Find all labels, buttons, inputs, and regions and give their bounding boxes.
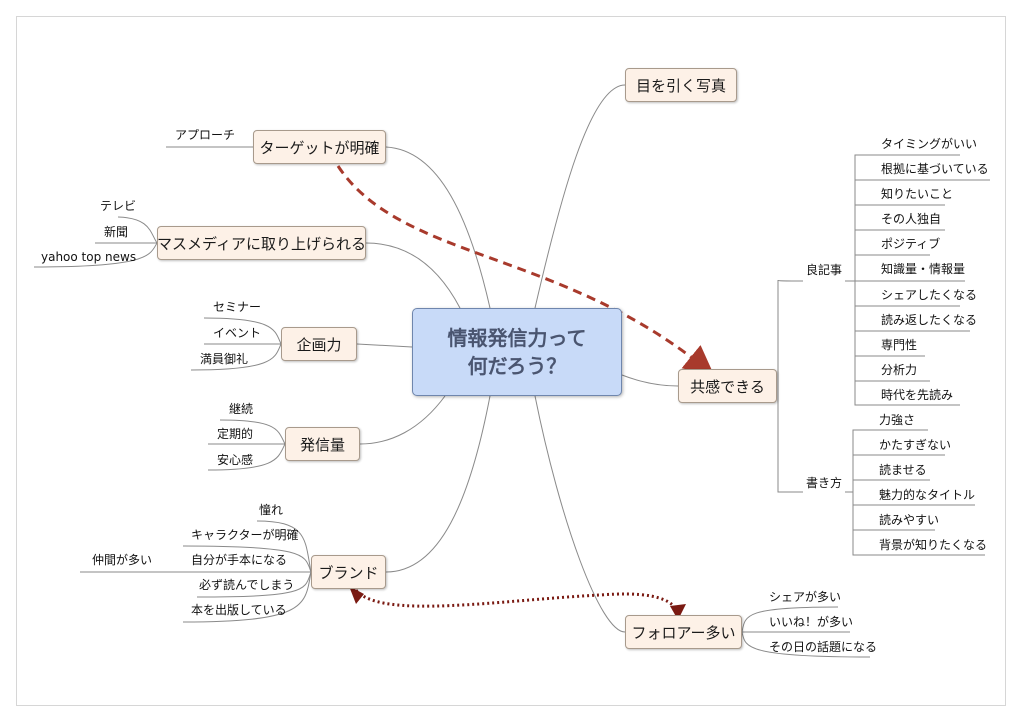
leaf-newspaper[interactable]: 新聞 <box>104 225 129 239</box>
leaf-readable[interactable]: 読みやすい <box>879 513 940 527</box>
topic-followers[interactable]: フォロアー多い <box>625 615 742 649</box>
leaf-foresight[interactable]: 時代を先読み <box>881 388 954 402</box>
leaf-seminar[interactable]: セミナー <box>213 300 262 314</box>
subtopic-writing[interactable]: 書き方 <box>806 476 843 490</box>
leaf-engaging[interactable]: 読ませる <box>879 463 927 477</box>
leaf-knowledge[interactable]: 知識量・情報量 <box>881 262 966 276</box>
topic-volume[interactable]: 発信量 <box>285 427 360 461</box>
leaf-strength[interactable]: 力強さ <box>879 413 916 427</box>
leaf-approach[interactable]: アプローチ <box>175 128 236 142</box>
leaf-must-read[interactable]: 必ず読んでしまう <box>199 578 295 592</box>
topic-planning[interactable]: 企画力 <box>281 327 357 361</box>
leaf-attractive-title[interactable]: 魅力的なタイトル <box>879 488 976 502</box>
leaf-reread[interactable]: 読み返したくなる <box>881 313 978 327</box>
leaf-analysis[interactable]: 分析力 <box>881 363 918 377</box>
leaf-original[interactable]: その人独自 <box>881 212 942 226</box>
topic-photo[interactable]: 目を引く写真 <box>625 68 737 102</box>
relation-arrow-brand-followers <box>354 588 680 613</box>
leaf-reassurance[interactable]: 安心感 <box>217 453 254 467</box>
leaf-evidence-based[interactable]: 根拠に基づいている <box>881 162 989 176</box>
central-topic-line2: 何だろう？ <box>467 354 567 378</box>
leaf-background-curious[interactable]: 背景が知りたくなる <box>879 538 988 552</box>
leaf-many-friends[interactable]: 仲間が多い <box>92 553 153 567</box>
leaf-continuity[interactable]: 継続 <box>229 402 254 416</box>
topic-brand[interactable]: ブランド <box>311 555 386 589</box>
leaf-good-timing[interactable]: タイミングがいい <box>881 137 978 151</box>
leaf-positive[interactable]: ポジティブ <box>881 237 941 251</box>
subtopic-good-article[interactable]: 良記事 <box>806 263 843 277</box>
leaf-want-to-know[interactable]: 知りたいこと <box>881 187 954 201</box>
topic-massmedia[interactable]: マスメディアに取り上げられる <box>157 226 366 260</box>
leaf-many-shares[interactable]: シェアが多い <box>769 590 842 604</box>
leaf-topic-of-day[interactable]: その日の話題になる <box>769 640 878 654</box>
leaf-regular[interactable]: 定期的 <box>217 427 254 441</box>
leaf-clear-character[interactable]: キャラクターが明確 <box>191 528 299 542</box>
relation-arrow-target-empathy <box>336 165 715 376</box>
leaf-many-likes[interactable]: いいね！が多い <box>769 615 854 629</box>
leaf-not-stiff[interactable]: かたすぎない <box>879 438 952 452</box>
central-topic-line1: 情報発信力って <box>447 326 587 350</box>
leaf-yahoo[interactable]: yahoo top news <box>41 250 137 264</box>
leaf-shareable[interactable]: シェアしたくなる <box>881 288 978 302</box>
leaf-published-book[interactable]: 本を出版している <box>191 603 287 617</box>
topic-target[interactable]: ターゲットが明確 <box>253 130 386 164</box>
leaf-role-model[interactable]: 自分が手本になる <box>191 553 288 567</box>
leaf-tv[interactable]: テレビ <box>100 199 137 213</box>
leaf-expertise[interactable]: 専門性 <box>881 338 918 352</box>
leaf-event[interactable]: イベント <box>213 326 262 340</box>
topic-empathy[interactable]: 共感できる <box>678 369 777 403</box>
leaf-full-house[interactable]: 満員御礼 <box>200 352 249 366</box>
central-topic[interactable]: 情報発信力って 何だろう？ <box>412 308 622 396</box>
leaf-admiration[interactable]: 憧れ <box>259 503 284 517</box>
